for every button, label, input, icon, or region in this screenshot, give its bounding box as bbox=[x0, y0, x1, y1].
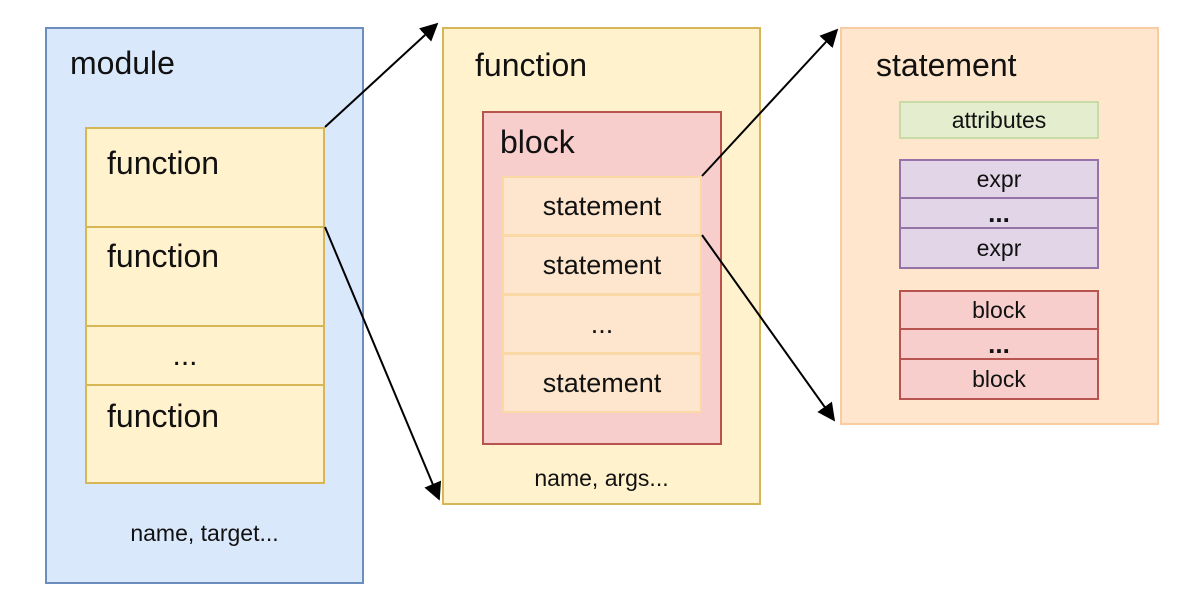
module-fields: name, target... bbox=[130, 520, 279, 546]
arrow-function-to-statement-top bbox=[701, 28, 839, 177]
module-function-ellipsis-label: ... bbox=[172, 338, 198, 372]
expr-row: expr bbox=[899, 227, 1099, 269]
arrow-module-to-function-top bbox=[324, 22, 439, 128]
module-function-item: function bbox=[85, 384, 325, 484]
module-function-item: function bbox=[85, 226, 325, 327]
statement-item: statement bbox=[502, 176, 702, 236]
statement-title: statement bbox=[876, 47, 1017, 83]
function-title: function bbox=[475, 47, 588, 83]
block-row: block bbox=[899, 290, 1099, 330]
function-fields: name, args... bbox=[534, 465, 669, 491]
attributes-row: attributes bbox=[899, 101, 1099, 139]
module-function-label: function bbox=[107, 238, 220, 274]
statement-item: statement bbox=[502, 353, 702, 413]
expr-row: expr bbox=[899, 159, 1099, 199]
block-title: block bbox=[500, 124, 575, 160]
module-title: module bbox=[70, 45, 175, 81]
module-function-label: function bbox=[107, 145, 220, 181]
arrow-function-to-statement-bottom bbox=[701, 234, 836, 422]
statement-ellipsis: ... bbox=[502, 294, 702, 354]
module-function-ellipsis: ... bbox=[85, 325, 325, 386]
arrow-module-to-function-bottom bbox=[324, 226, 442, 501]
block-row: block bbox=[899, 358, 1099, 400]
module-function-label: function bbox=[107, 398, 220, 434]
